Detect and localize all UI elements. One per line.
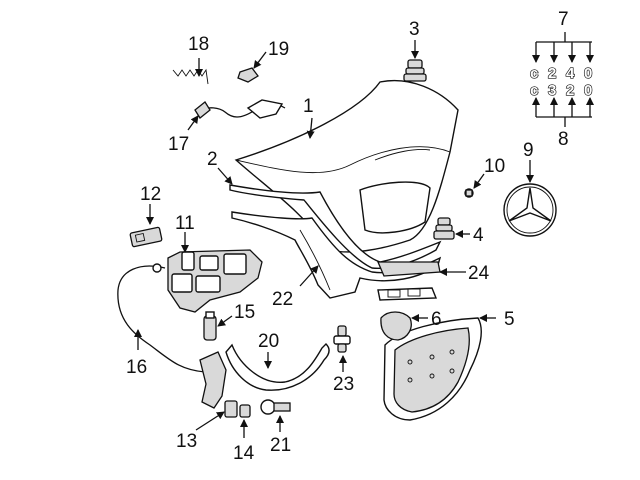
- leader-lines: [134, 40, 534, 438]
- push-clip: [333, 325, 351, 353]
- emblem-c240-letter-2: 4: [566, 65, 575, 82]
- callout-7: 7: [558, 9, 569, 30]
- trunk-lid: [234, 79, 459, 253]
- callout-23: 23: [333, 374, 354, 395]
- emblem-c240-letter-1: 2: [548, 65, 556, 82]
- callout-22: 22: [272, 289, 293, 310]
- callout-10: 10: [484, 156, 505, 177]
- license-lamp-bracket: [377, 261, 441, 301]
- callout-2: 2: [207, 149, 218, 170]
- clip-13: [224, 400, 238, 418]
- star-emblem: [503, 183, 557, 237]
- callout-24: 24: [468, 263, 490, 284]
- callout-16: 16: [126, 357, 147, 378]
- callout-21: 21: [270, 435, 291, 456]
- callout-5: 5: [504, 309, 515, 330]
- callout-12: 12: [140, 184, 161, 205]
- clip-14: [239, 404, 251, 418]
- license-plate-panel: [383, 317, 482, 421]
- callout-19: 19: [268, 39, 289, 60]
- tension-spring: [172, 68, 209, 85]
- callout-6: 6: [431, 309, 442, 330]
- latch-bracket: [199, 351, 227, 409]
- callout-20: 20: [258, 331, 279, 352]
- callout-14: 14: [233, 443, 255, 464]
- callout-13: 13: [176, 431, 197, 452]
- callout-3: 3: [409, 19, 420, 40]
- bump-stop-lower: [433, 217, 455, 240]
- release-switch: [203, 311, 217, 341]
- callout-11: 11: [175, 213, 195, 234]
- emblem-c240-letter-0: c: [530, 65, 538, 82]
- connector-plug: [129, 226, 163, 248]
- callout-15: 15: [234, 302, 255, 323]
- callout-1: 1: [303, 96, 314, 117]
- small-clip: [464, 188, 474, 198]
- callout-17: 17: [168, 134, 189, 155]
- lock-actuator: [167, 249, 263, 313]
- mounting-bolt: [260, 399, 291, 415]
- emblem-c320-letter-1: 3: [548, 82, 556, 99]
- callout-9: 9: [523, 140, 534, 161]
- emblem-c320-letter-2: 2: [566, 82, 574, 99]
- clip-19: [237, 67, 259, 83]
- emblem-c320-letter-3: 0: [584, 82, 592, 99]
- model-emblem-c320: c 3 2 0: [529, 81, 593, 99]
- model-emblem-c240: c 2 4 0: [529, 64, 593, 82]
- trunk-hinge-arm: [225, 343, 330, 391]
- emblem-c320-letter-0: c: [530, 82, 538, 99]
- callout-4: 4: [473, 225, 484, 246]
- callout-8: 8: [558, 129, 569, 150]
- release-cable: [117, 265, 206, 373]
- callout-18: 18: [188, 34, 209, 55]
- bump-stop-upper: [403, 59, 427, 82]
- handle-switch-cover: [380, 311, 412, 341]
- emblem-c240-letter-3: 0: [584, 65, 592, 82]
